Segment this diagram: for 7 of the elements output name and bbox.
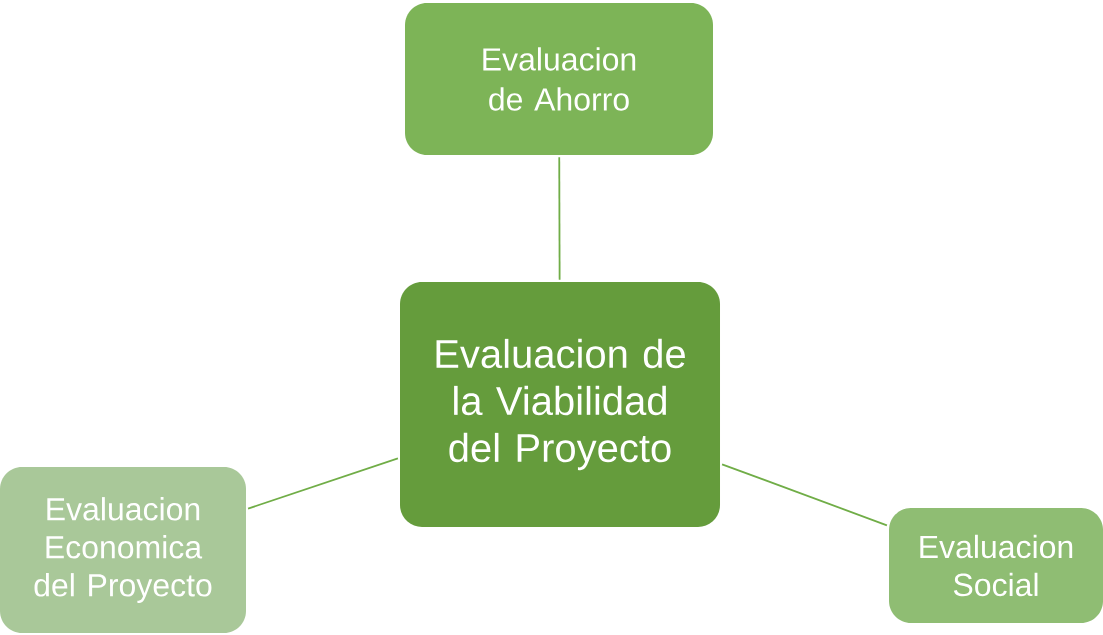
process-box: Evaluacion de Ahorro	[405, 3, 713, 155]
connector-line	[247, 457, 399, 510]
process-box: Evaluacion Economica del Proyecto	[0, 467, 246, 633]
connector-line	[721, 463, 888, 527]
process-box: Evaluacion de la Viabilidad del Proyecto	[400, 282, 720, 527]
process-box: Evaluacion Social	[889, 508, 1103, 623]
connector-line	[558, 156, 561, 281]
